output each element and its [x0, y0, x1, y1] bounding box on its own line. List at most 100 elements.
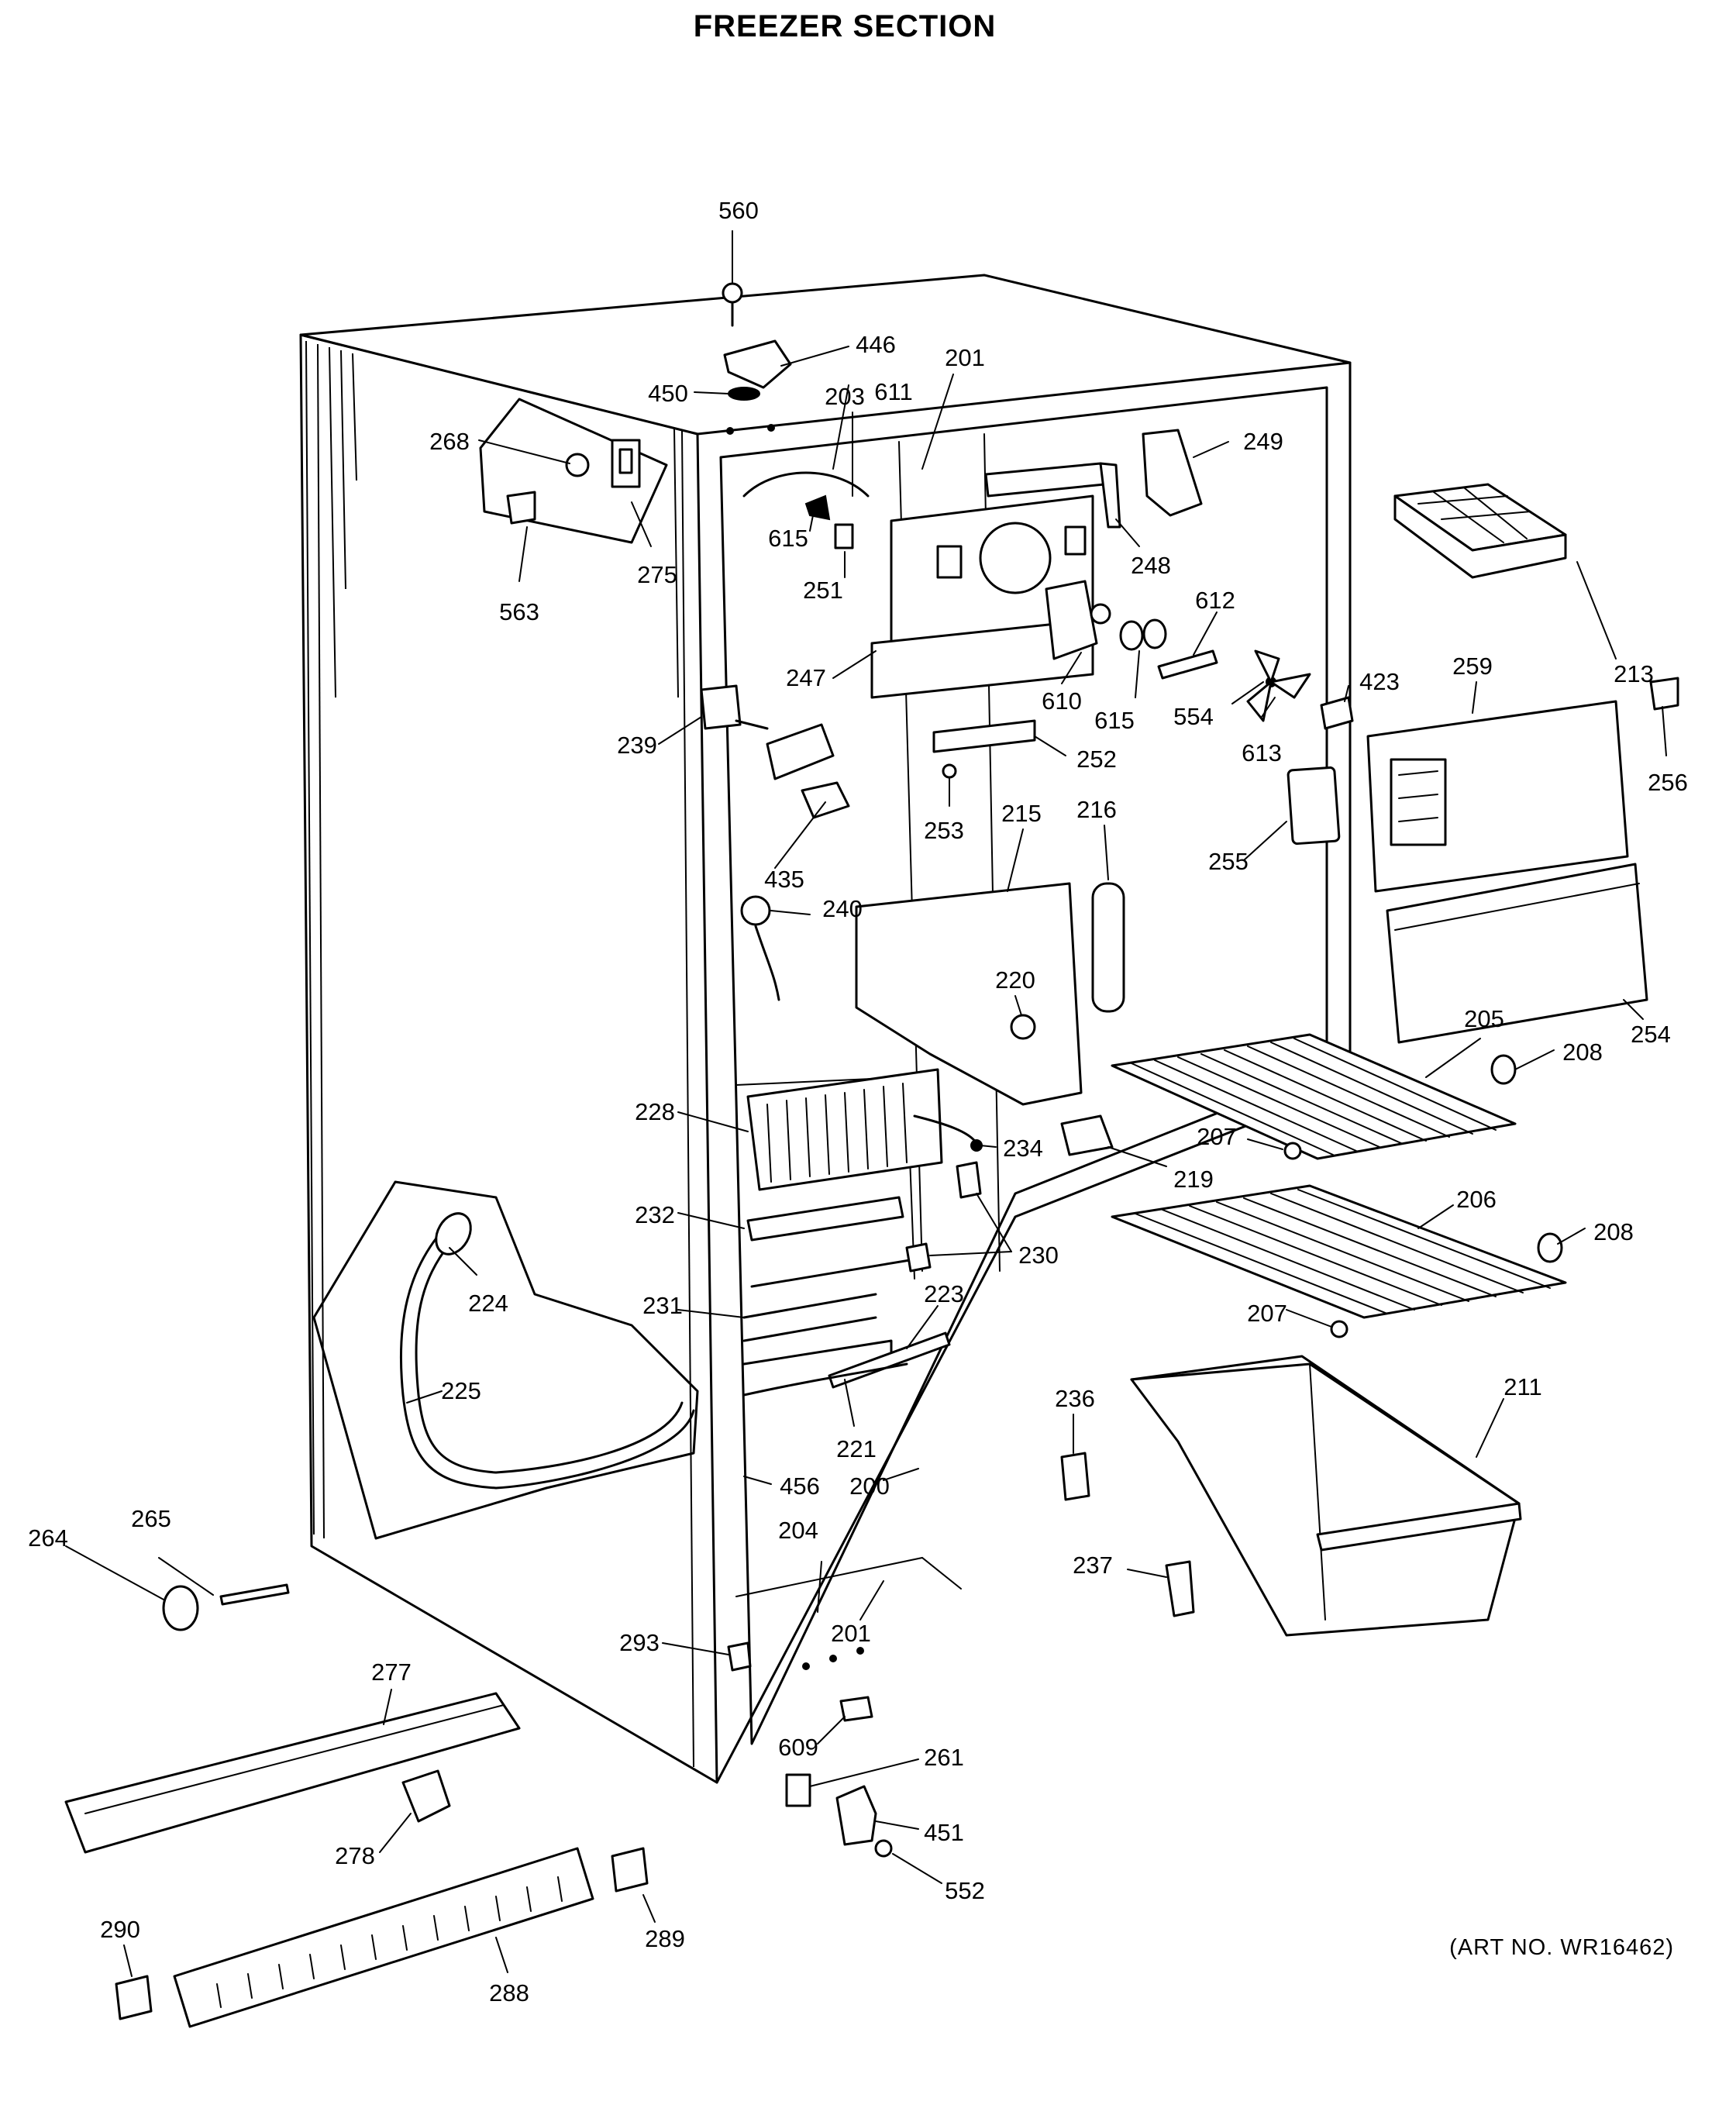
side-panel-hatching [305, 340, 694, 1768]
part-label-248: 248 [1131, 552, 1171, 579]
part-label-456: 456 [780, 1472, 820, 1500]
part-label-236: 236 [1055, 1385, 1095, 1412]
rail-277 [64, 1692, 521, 1854]
part-label-223: 223 [924, 1280, 964, 1307]
part-label-201-lower: 201 [831, 1620, 871, 1647]
part-label-208-upper: 208 [1562, 1038, 1603, 1066]
hinge-part-293 [727, 1641, 752, 1672]
ice-bin-part [1366, 677, 1679, 1044]
hinge-bottom-451 [835, 1785, 877, 1846]
part-label-610: 610 [1042, 687, 1082, 715]
part-label-251: 251 [803, 577, 843, 604]
leader-lines [65, 230, 1667, 1977]
part-label-200: 200 [849, 1472, 890, 1500]
part-label-255: 255 [1208, 848, 1249, 875]
part-label-290: 290 [100, 1916, 140, 1943]
part-label-230: 230 [1018, 1242, 1059, 1269]
part-label-239: 239 [617, 732, 657, 759]
part-label-446: 446 [856, 331, 896, 358]
part-label-259: 259 [1452, 653, 1493, 680]
part-label-288: 288 [489, 1979, 529, 2006]
part-label-264: 264 [28, 1524, 68, 1552]
part-label-207-upper: 207 [1197, 1123, 1237, 1150]
part-label-247: 247 [786, 664, 826, 691]
part-label-237: 237 [1073, 1552, 1113, 1579]
part-label-204: 204 [778, 1517, 818, 1544]
part-label-289: 289 [645, 1925, 685, 1952]
thermostat-part [1060, 1114, 1114, 1156]
part-label-220: 220 [995, 966, 1035, 994]
clip-290 [115, 1975, 153, 2020]
part-label-219: 219 [1173, 1166, 1214, 1193]
part-label-208-lower: 208 [1593, 1218, 1634, 1245]
screw-552 [874, 1839, 893, 1858]
part-label-435: 435 [764, 866, 804, 893]
part-label-609: 609 [778, 1734, 818, 1761]
part-label-278: 278 [335, 1842, 375, 1869]
part-label-205: 205 [1464, 1005, 1504, 1032]
part-label-256: 256 [1648, 769, 1688, 796]
part-label-207-lower: 207 [1247, 1300, 1287, 1327]
evaporator-cover [855, 719, 1125, 1106]
part-label-231: 231 [642, 1292, 683, 1319]
part-label-249: 249 [1243, 428, 1283, 455]
clip-part [956, 1161, 982, 1199]
art-number: (ART NO. WR16462) [1449, 1935, 1674, 1960]
fan-blade-part [1246, 649, 1311, 722]
grille-288 [173, 1847, 594, 2028]
part-label-615-top: 615 [768, 525, 808, 552]
part-label-450: 450 [648, 380, 688, 407]
evaporator-coil [746, 1068, 983, 1191]
part-labels: 560 446 450 201 203 611 249 268 275 563 … [28, 197, 1688, 2006]
cover-plate-part [1286, 766, 1341, 846]
part-label-228: 228 [635, 1098, 675, 1125]
hinge-part-236 [1060, 1452, 1090, 1501]
freezer-basket [1130, 1355, 1522, 1637]
part-label-224: 224 [468, 1290, 508, 1317]
shelf-205 [1111, 1033, 1517, 1160]
part-label-232: 232 [635, 1201, 675, 1228]
part-label-213: 213 [1614, 660, 1654, 687]
part-label-615-mid: 615 [1094, 707, 1135, 734]
part-label-225: 225 [441, 1377, 481, 1404]
part-label-611: 611 [874, 378, 912, 405]
control-panel-group [479, 398, 668, 544]
part-label-451: 451 [924, 1819, 964, 1846]
hinge-shim-261 [785, 1773, 811, 1807]
part-label-221: 221 [836, 1435, 877, 1462]
part-label-268: 268 [429, 428, 470, 455]
part-label-265: 265 [131, 1505, 171, 1532]
part-label-201: 201 [945, 344, 985, 371]
part-label-275: 275 [637, 561, 677, 588]
hinge-part-609 [839, 1696, 873, 1722]
hinge-part-237 [1165, 1560, 1195, 1617]
clip-289 [611, 1847, 649, 1893]
roller-278 [401, 1769, 451, 1823]
top-hinge-assembly [722, 282, 792, 401]
part-label-261: 261 [924, 1744, 964, 1771]
defrost-parts-left [700, 684, 850, 1001]
part-label-211: 211 [1504, 1373, 1541, 1400]
part-label-612: 612 [1195, 587, 1235, 614]
part-label-613: 613 [1242, 739, 1282, 766]
evaporator-cover-upper [742, 429, 1354, 730]
part-label-252: 252 [1076, 746, 1117, 773]
part-label-277: 277 [371, 1658, 412, 1686]
ice-tray-part [1393, 483, 1567, 579]
part-label-240: 240 [822, 895, 863, 922]
part-label-560: 560 [718, 197, 759, 224]
part-label-563: 563 [499, 598, 539, 625]
part-label-293: 293 [619, 1629, 660, 1656]
part-label-253: 253 [924, 817, 964, 844]
part-label-215: 215 [1001, 800, 1042, 827]
part-label-423: 423 [1359, 668, 1400, 695]
axle-265 [219, 1583, 290, 1606]
part-label-554: 554 [1173, 703, 1214, 730]
part-label-254: 254 [1631, 1021, 1671, 1048]
caster-264 [162, 1585, 199, 1631]
drain-tube-assembly [312, 1180, 699, 1540]
part-label-203: 203 [825, 383, 865, 410]
part-label-216: 216 [1076, 796, 1117, 823]
shelf-206 [1111, 1184, 1567, 1338]
